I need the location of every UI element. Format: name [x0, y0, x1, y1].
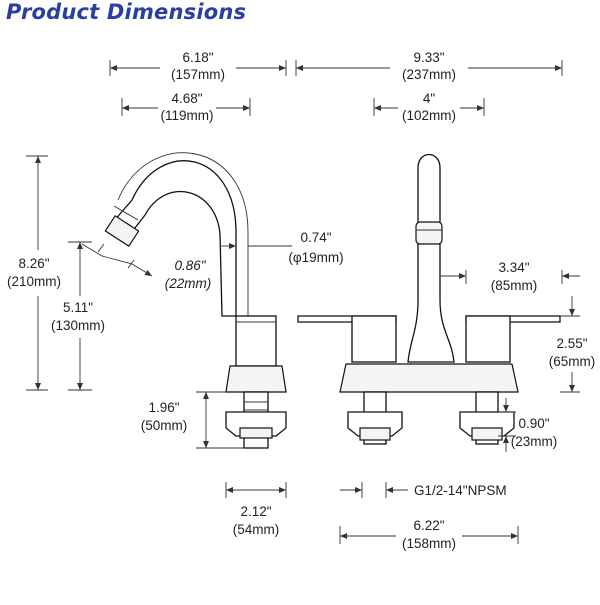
label-0-74: 0.74" [300, 230, 331, 245]
label-8-26: 8.26" [18, 256, 49, 271]
front-view-faucet [297, 153, 561, 445]
label-9-33: 9.33" [413, 50, 444, 65]
label-23mm: (23mm) [511, 434, 558, 449]
label-6-18: 6.18" [182, 50, 213, 65]
label-54mm: (54mm) [233, 522, 280, 537]
label-phi19mm: (φ19mm) [288, 250, 343, 265]
label-158mm: (158mm) [402, 536, 456, 551]
dim-spout-reach: 4.68" (119mm) [121, 91, 251, 123]
dim-thread: G1/2-14"NPSM [340, 482, 507, 498]
dim-center-spread: 4" (102mm) [373, 91, 485, 123]
label-2-12: 2.12" [240, 504, 271, 519]
label-237mm: (237mm) [402, 67, 456, 82]
page-title: Product Dimensions [6, 0, 247, 24]
dim-shank-length: 1.96" (50mm) [141, 391, 244, 449]
label-22mm: (22mm) [165, 276, 212, 291]
label-1-96: 1.96" [148, 400, 179, 415]
label-130mm: (130mm) [51, 318, 105, 333]
dim-handle-length: 3.34" (85mm) [440, 260, 580, 293]
label-157mm: (157mm) [171, 67, 225, 82]
label-4-68: 4.68" [171, 91, 202, 106]
label-102mm: (102mm) [402, 108, 456, 123]
dim-handle-height: 2.55" (65mm) [549, 296, 596, 393]
dim-spout-tube-diameter: 0.74" (φ19mm) [220, 230, 344, 265]
label-g1-2-thread: G1/2-14"NPSM [414, 483, 507, 498]
label-2-55: 2.55" [556, 336, 587, 351]
dim-spout-clearance: 5.11" (130mm) [51, 241, 105, 391]
label-5-11: 5.11" [63, 300, 93, 315]
dim-base-depth: 2.12" (54mm) [225, 482, 287, 537]
label-119mm: (119mm) [160, 108, 213, 123]
label-0-86: 0.86" [174, 258, 206, 273]
dim-total-spout-reach: 6.18" (157mm) [109, 50, 287, 82]
label-50mm: (50mm) [141, 418, 188, 433]
label-85mm: (85mm) [491, 278, 538, 293]
dim-nut-height: 0.90" (23mm) [498, 398, 557, 452]
aerator-icon [104, 214, 140, 248]
label-65mm: (65mm) [549, 354, 596, 369]
side-view-faucet [104, 152, 287, 449]
spout-collar-icon [415, 221, 443, 245]
label-210mm: (210mm) [7, 274, 61, 289]
label-6-22: 6.22" [413, 518, 444, 533]
label-3-34: 3.34" [498, 260, 529, 275]
dim-total-width: 9.33" (237mm) [295, 50, 563, 82]
label-4in: 4" [423, 91, 436, 106]
dim-spout-height: 8.26" (210mm) [7, 155, 61, 391]
dim-base-length: 6.22" (158mm) [339, 518, 519, 551]
label-0-90: 0.90" [518, 416, 549, 431]
dim-aerator-diameter: 0.86" (22mm) [81, 243, 212, 291]
